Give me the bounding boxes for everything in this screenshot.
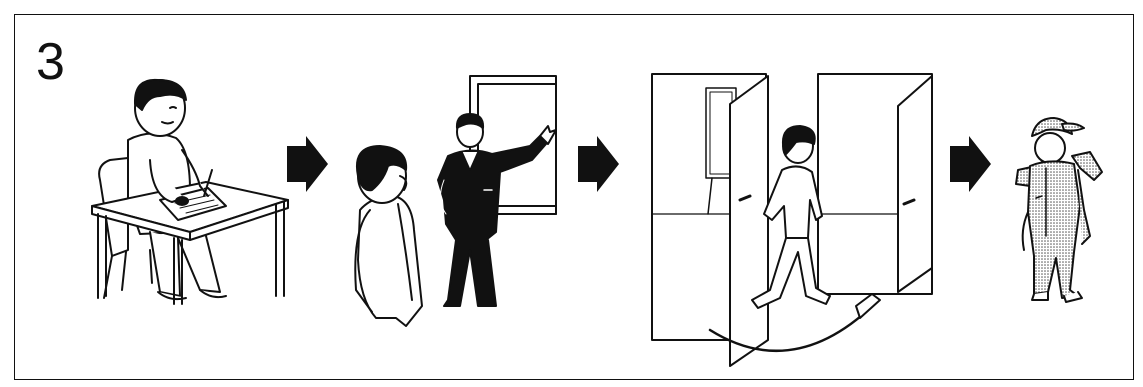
person-walking-through-doors-icon (651, 73, 933, 367)
arrow-right-icon (578, 136, 619, 192)
arrow-right-icon (950, 136, 991, 192)
instructor-explaining-at-whiteboard-icon (354, 75, 557, 327)
arrow-right-icon (287, 136, 328, 192)
illustration-frame (14, 14, 1134, 380)
person-writing-at-desk-icon (91, 78, 289, 305)
step-number: 3 (36, 33, 65, 91)
worker-putting-on-coveralls-icon (1015, 117, 1103, 303)
